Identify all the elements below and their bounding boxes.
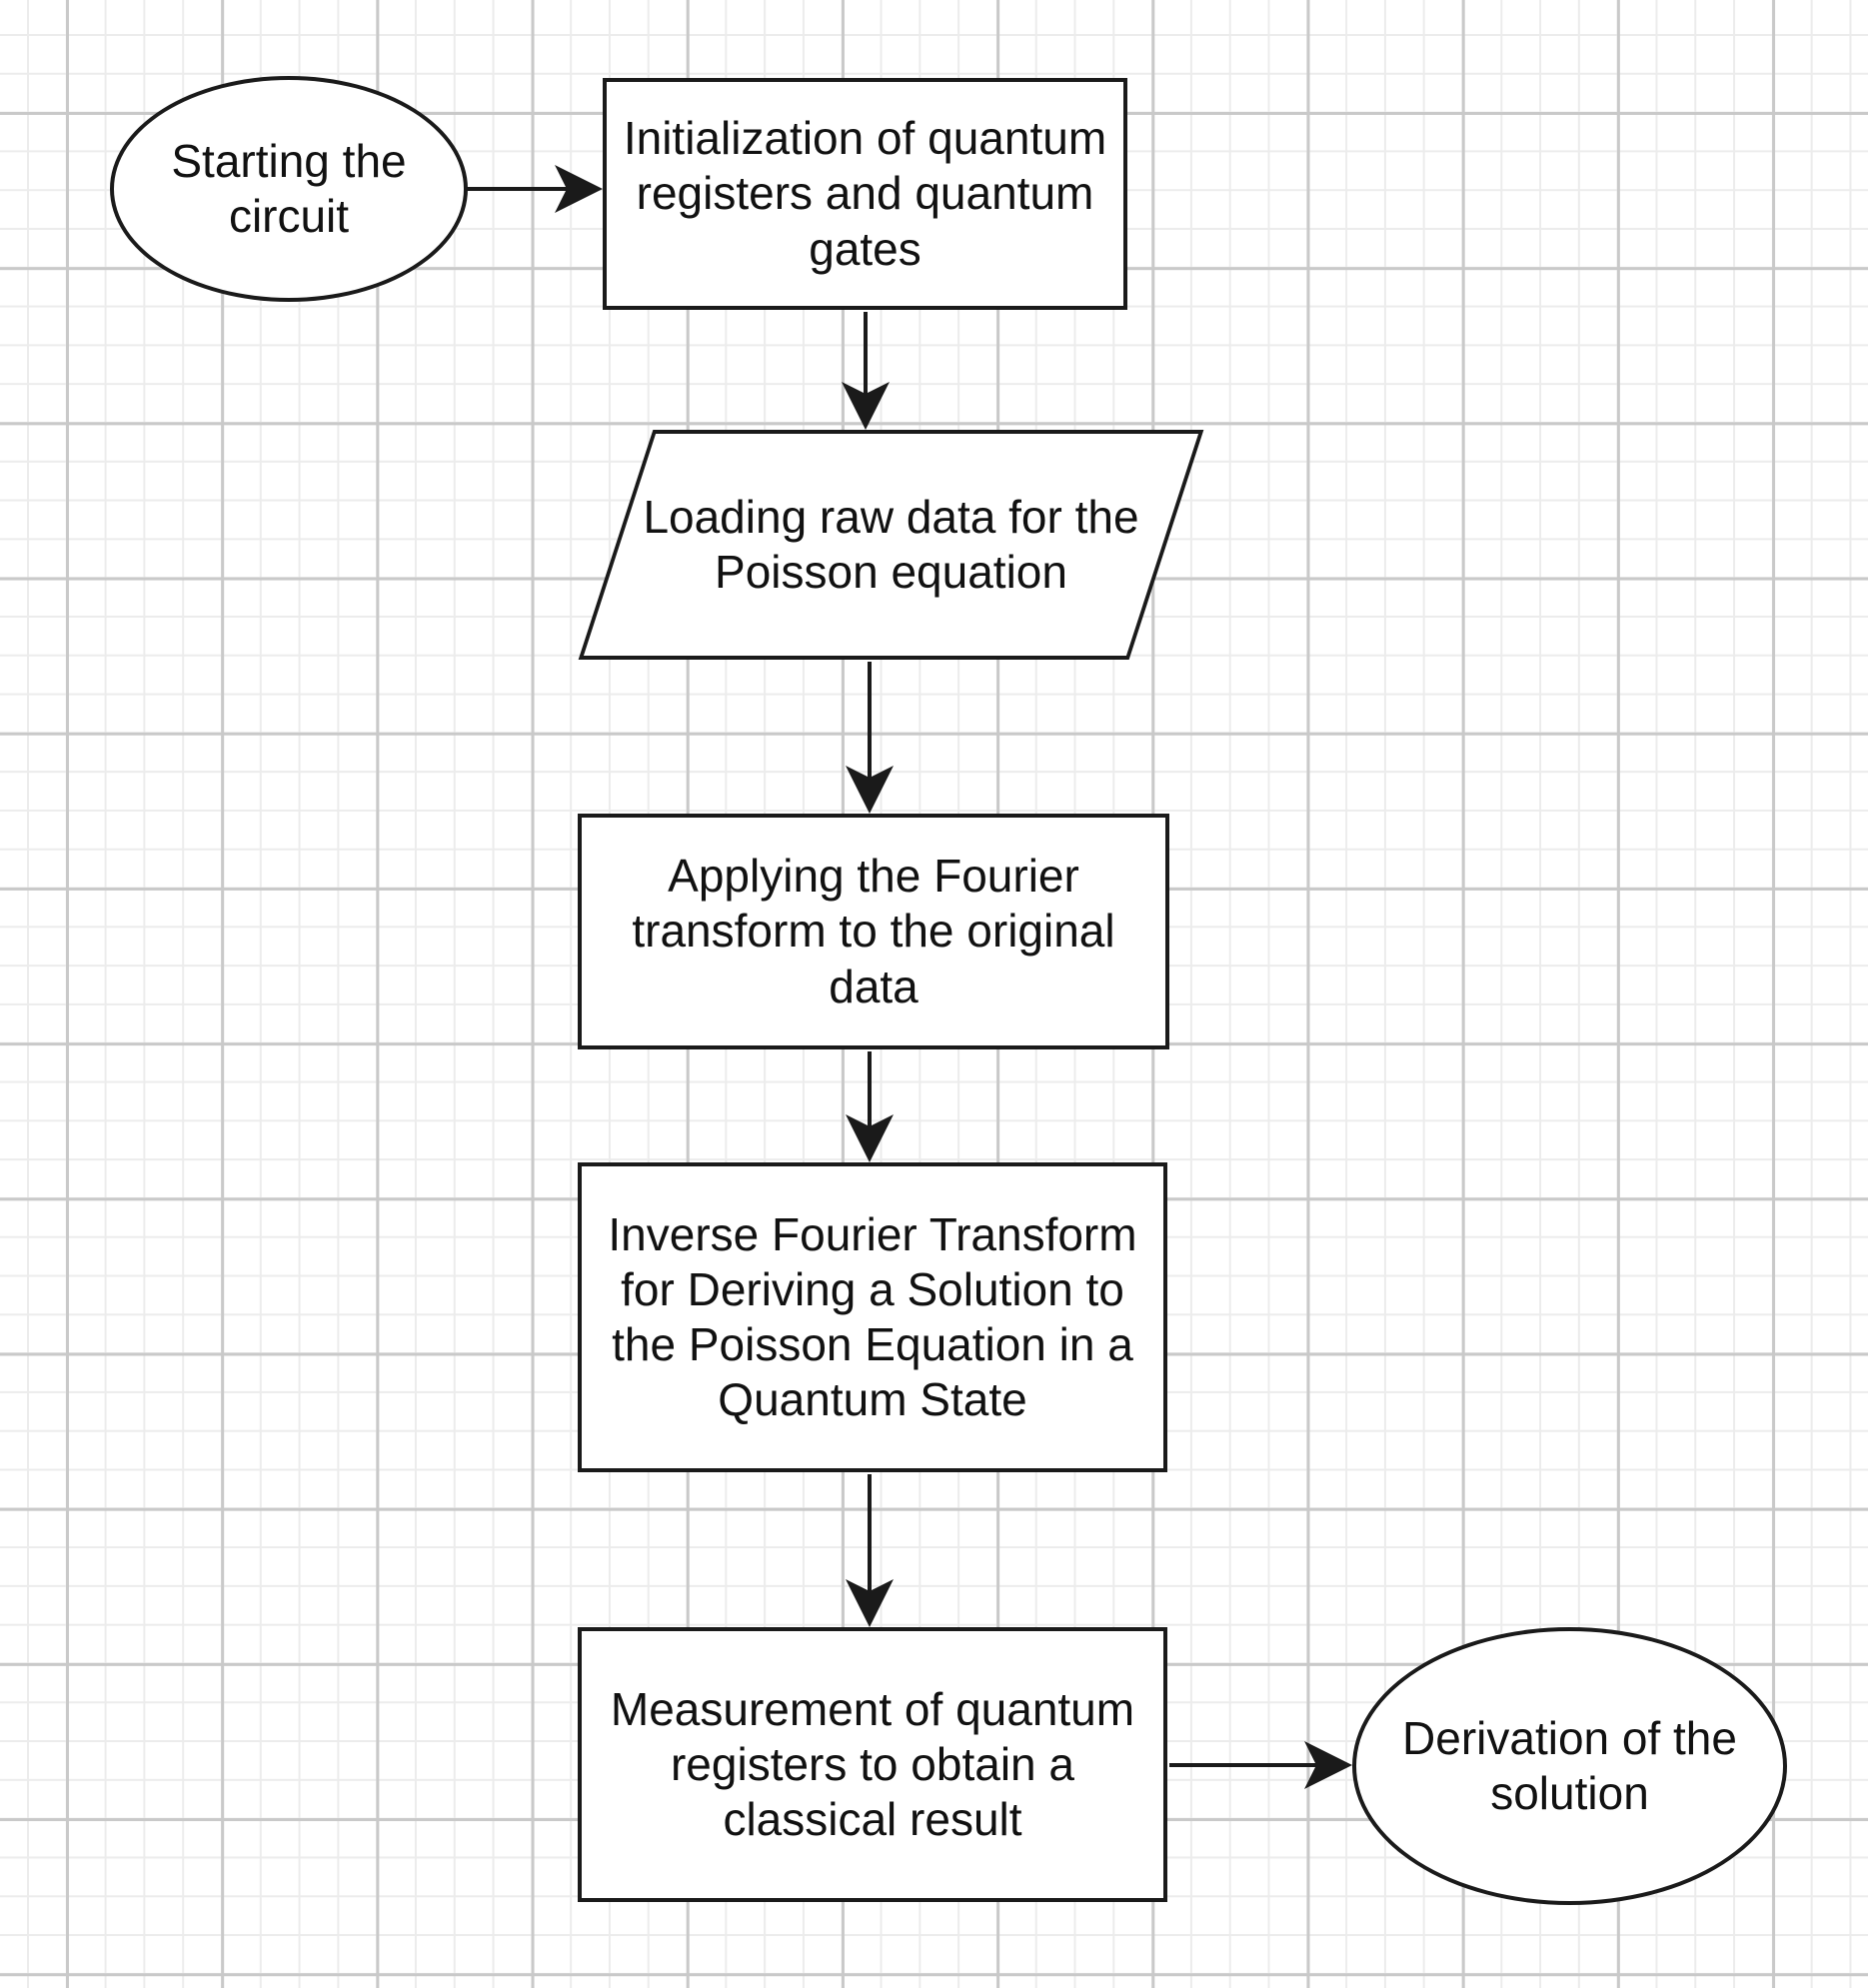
flowchart-node-measurement-process: Measurement of quantum registers to obta…: [578, 1627, 1167, 1902]
node-label-measurement: Measurement of quantum registers to obta…: [610, 1682, 1135, 1846]
node-label-inverse-fourier: Inverse Fourier Transform for Deriving a…: [608, 1207, 1137, 1426]
flowchart-node-start-ellipse: Starting the circuit: [110, 76, 468, 302]
flowchart-node-initialization-process: Initialization of quantum registers and …: [603, 78, 1127, 310]
node-label-result: Derivation of the solution: [1402, 1711, 1737, 1819]
node-label-loading-data: Loading raw data for the Poisson equatio…: [643, 490, 1139, 598]
flowchart-node-inverse-fourier-process: Inverse Fourier Transform for Deriving a…: [578, 1162, 1167, 1472]
node-label-start: Starting the circuit: [171, 134, 407, 242]
flowchart-node-result-ellipse: Derivation of the solution: [1352, 1627, 1787, 1905]
node-label-fourier-transform: Applying the Fourier transform to the or…: [632, 850, 1115, 1012]
flowchart-node-loading-data-text: Loading raw data for the Poisson equatio…: [578, 430, 1204, 660]
node-label-initialization: Initialization of quantum registers and …: [623, 112, 1107, 275]
flowchart-node-fourier-transform-process: Applying the Fourier transform to the or…: [578, 814, 1169, 1049]
